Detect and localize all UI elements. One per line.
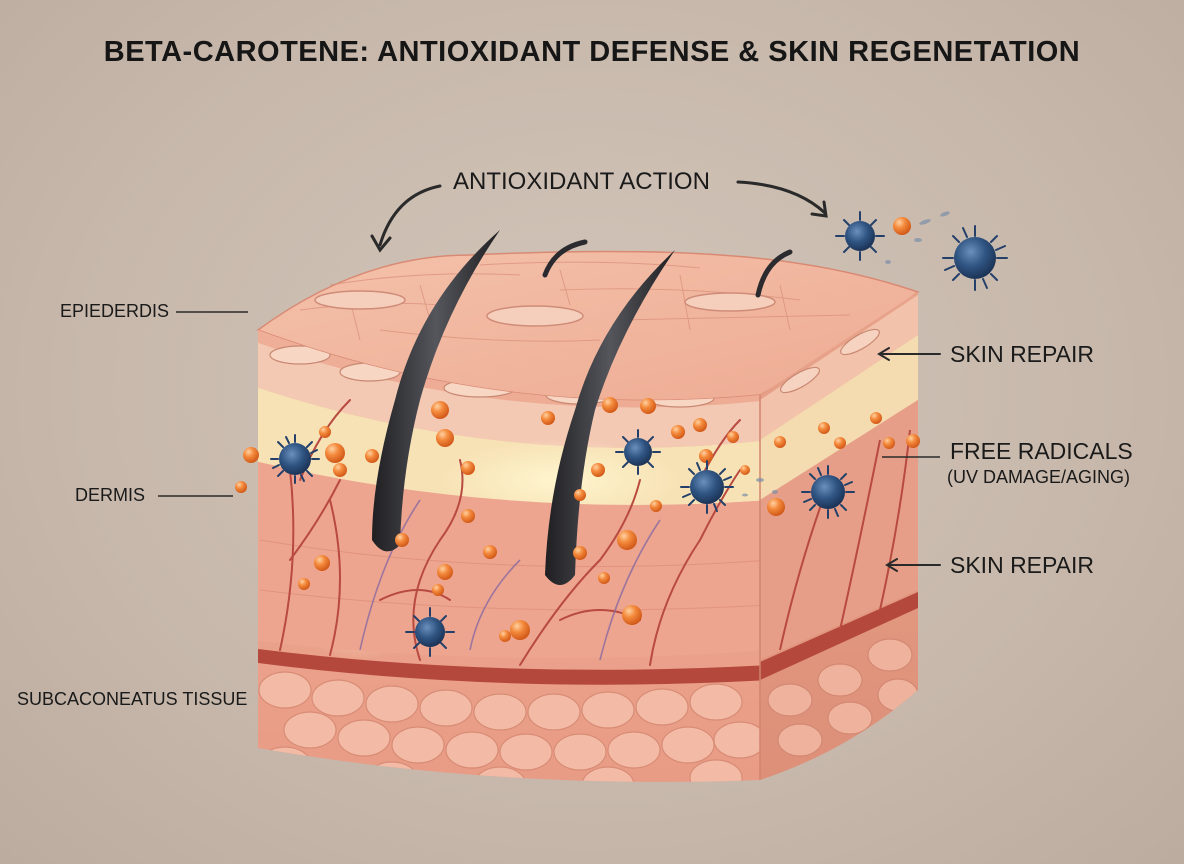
label-epidermis: EPIEDERDIS [60,301,169,322]
label-free-radicals: FREE RADICALS [950,438,1133,465]
label-antioxidant-action: ANTIOXIDANT ACTION [453,168,710,196]
label-dermis: DERMIS [75,485,145,506]
label-subcutaneous-tissue: SUBCACONEATUS TISSUE [17,689,247,710]
label-skin-repair-bottom: SKIN REPAIR [950,552,1094,579]
label-skin-repair-top: SKIN REPAIR [950,341,1094,368]
label-free-radicals-subtitle: (UV DAMAGE/AGING) [947,467,1130,488]
